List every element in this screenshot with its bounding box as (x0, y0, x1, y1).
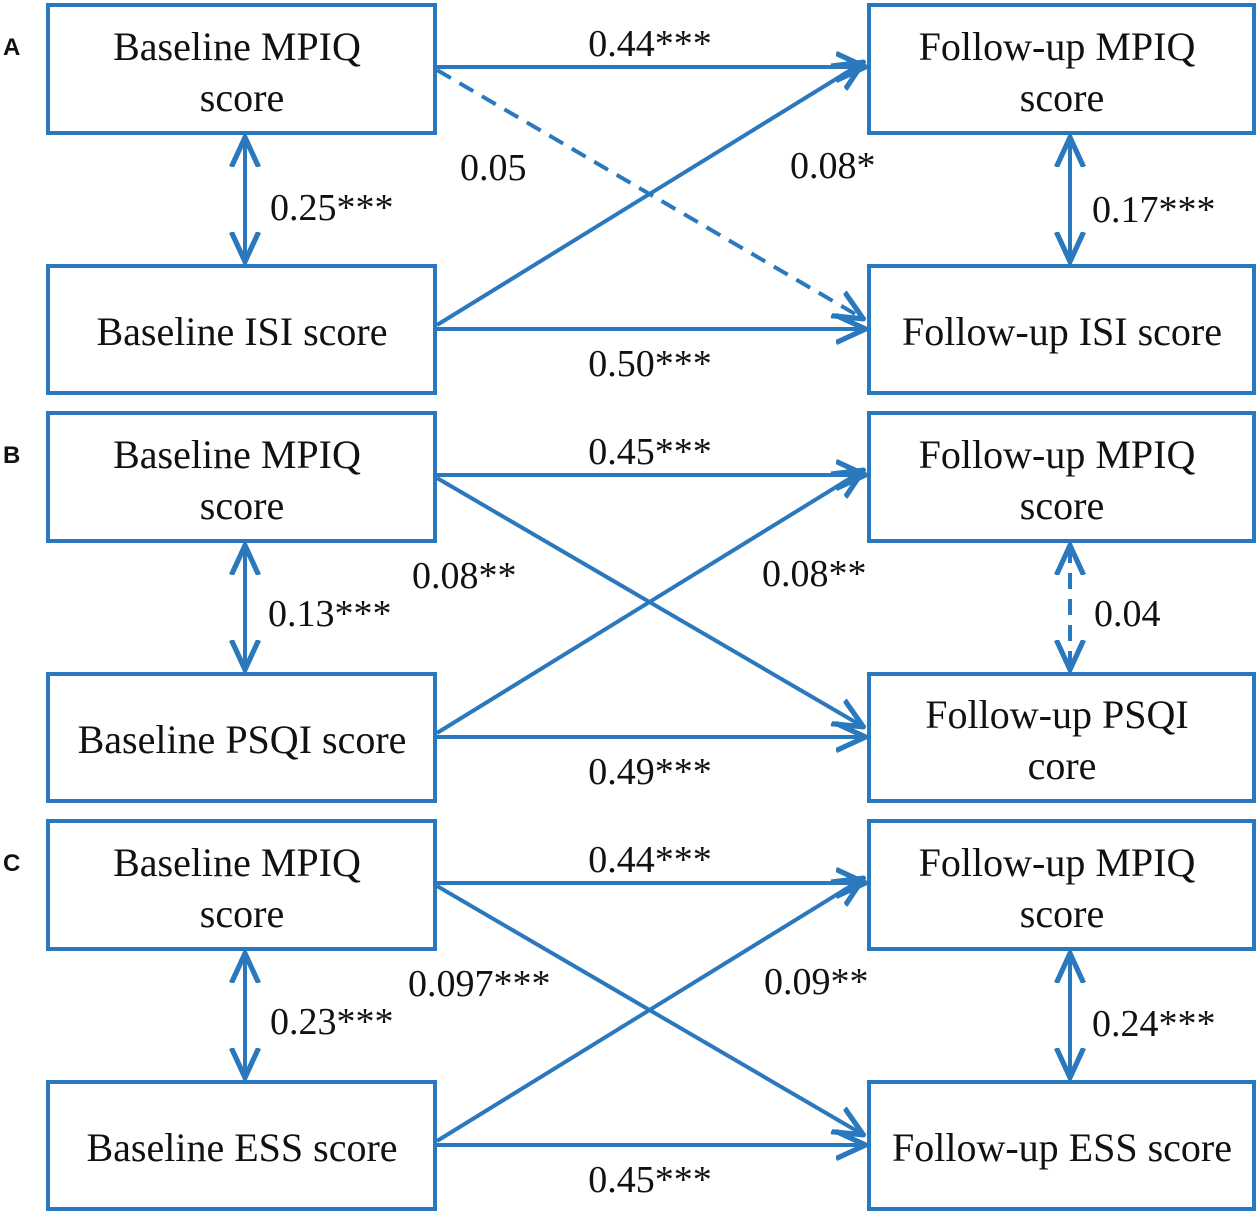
panel-letter: B (3, 442, 20, 469)
panel-b: B Baseline MPIQ score Baseline PSQI scor… (3, 411, 1256, 803)
baseline-mpiq-label: Baseline MPIQ score (113, 432, 371, 528)
followup-sleep-box (867, 264, 1256, 395)
baseline-sleep-box (46, 672, 437, 803)
followup-correlation-coefficient: 0.24*** (1092, 1003, 1216, 1045)
panel-a: A Baseline MPIQ score Baseline ISI score… (3, 3, 1256, 395)
sleep-to-mpiq-arrow (435, 879, 862, 1143)
mpiq-to-sleep-coefficient: 0.097*** (408, 963, 551, 1005)
followup-mpiq-box (867, 411, 1256, 543)
baseline-sleep-label: Baseline ISI score (96, 309, 387, 354)
sleep-to-mpiq-arrow (435, 63, 862, 327)
baseline-correlation-coefficient: 0.25*** (270, 187, 394, 229)
mpiq-stability-coefficient: 0.44*** (588, 23, 712, 65)
followup-sleep-label: Follow-up PSQI core (925, 692, 1198, 788)
sleep-to-mpiq-arrow (435, 471, 862, 735)
sleep-stability-coefficient: 0.50*** (588, 343, 712, 385)
baseline-mpiq-box (46, 819, 437, 951)
baseline-mpiq-box (46, 411, 437, 543)
panel-c: C Baseline MPIQ score Baseline ESS score… (3, 819, 1256, 1211)
baseline-mpiq-label: Baseline MPIQ score (113, 840, 371, 936)
followup-mpiq-box (867, 819, 1256, 951)
followup-mpiq-box (867, 3, 1256, 135)
mpiq-to-sleep-coefficient: 0.08** (412, 555, 517, 597)
baseline-correlation-coefficient: 0.13*** (268, 593, 392, 635)
followup-correlation-coefficient: 0.04 (1094, 593, 1161, 635)
followup-mpiq-label: Follow-up MPIQ score (919, 24, 1206, 120)
baseline-mpiq-box (46, 3, 437, 135)
baseline-sleep-label: Baseline PSQI score (78, 717, 407, 762)
followup-sleep-label: Follow-up ISI score (902, 309, 1222, 354)
followup-mpiq-label: Follow-up MPIQ score (919, 432, 1206, 528)
followup-sleep-label: Follow-up ESS score (892, 1125, 1232, 1170)
followup-sleep-box (867, 672, 1256, 803)
mpiq-stability-coefficient: 0.45*** (588, 431, 712, 473)
sleep-to-mpiq-coefficient: 0.08** (762, 553, 867, 595)
mpiq-stability-coefficient: 0.44*** (588, 839, 712, 881)
followup-mpiq-label: Follow-up MPIQ score (919, 840, 1206, 936)
sleep-to-mpiq-coefficient: 0.08* (790, 145, 876, 187)
followup-sleep-box (867, 1080, 1256, 1211)
panel-letter: A (3, 34, 20, 61)
sleep-stability-coefficient: 0.45*** (588, 1159, 712, 1201)
mpiq-to-sleep-coefficient: 0.05 (460, 147, 527, 189)
panel-letter: C (3, 850, 20, 877)
baseline-correlation-coefficient: 0.23*** (270, 1001, 394, 1043)
baseline-mpiq-label: Baseline MPIQ score (113, 24, 371, 120)
sleep-to-mpiq-coefficient: 0.09** (764, 961, 869, 1003)
sleep-stability-coefficient: 0.49*** (588, 751, 712, 793)
baseline-sleep-label: Baseline ESS score (86, 1125, 397, 1170)
followup-correlation-coefficient: 0.17*** (1092, 189, 1216, 231)
